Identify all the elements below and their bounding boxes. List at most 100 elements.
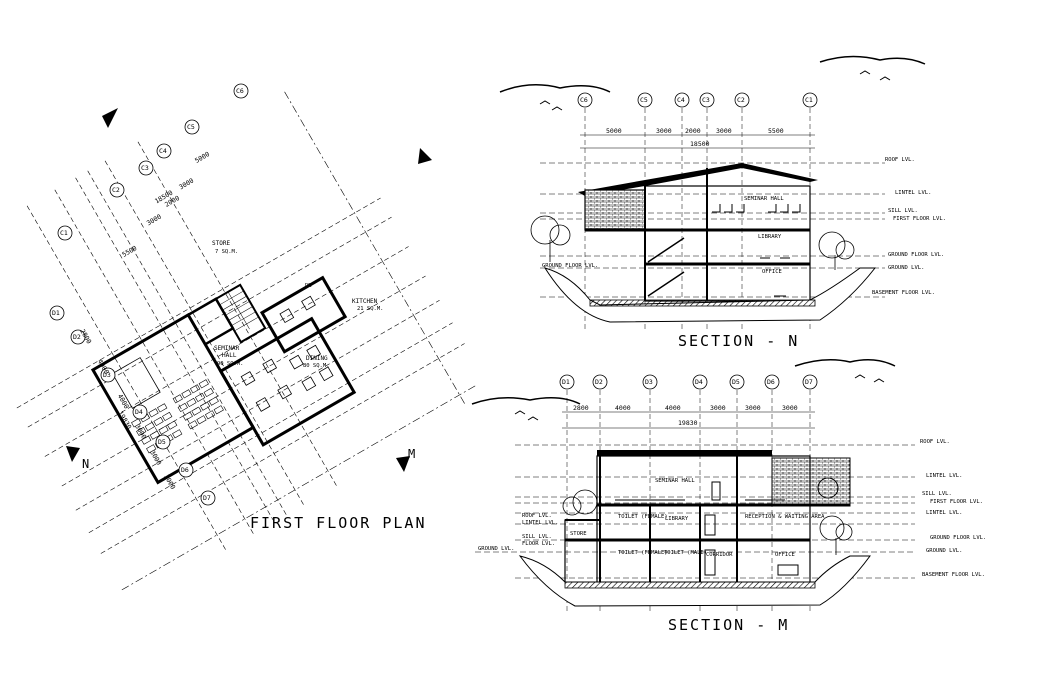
secm-level-l-3: FLOOR LVL. bbox=[522, 541, 555, 547]
plan-bubble-d6: D6 bbox=[181, 466, 189, 474]
room-area-seminar: 90 SQ.M. bbox=[217, 361, 244, 367]
plan-grid-bubbles-d bbox=[49, 305, 216, 506]
plan-body bbox=[16, 91, 478, 591]
room-label-hall: HALL bbox=[222, 352, 237, 359]
secm-bubble-d6: D6 bbox=[767, 378, 775, 386]
secm-room-seminar: SEMINAR HALL bbox=[655, 478, 695, 484]
marker-n: N bbox=[82, 457, 89, 471]
secn-bubble-c3: C3 bbox=[702, 96, 710, 104]
secm-level-r-1: LINTEL LVL. bbox=[926, 473, 962, 479]
secm-level-r-4: LINTEL LVL. bbox=[926, 510, 962, 516]
secn-bubble-c2: C2 bbox=[737, 96, 745, 104]
secm-room-toilet-m: TOILET (MALE) bbox=[664, 550, 707, 556]
secm-room-toilet-f2: TOILET (FEMALE) bbox=[618, 550, 668, 556]
plan-dim-c-1: 5500 bbox=[121, 244, 139, 259]
plan-bubble-c3: C3 bbox=[141, 164, 149, 172]
section-marker-arrow bbox=[66, 446, 80, 462]
section-n-title: SECTION - N bbox=[678, 332, 799, 350]
secm-dim-5: 3000 bbox=[745, 404, 761, 412]
secm-level-r-3: SILL LVL. bbox=[922, 491, 952, 497]
secm-level-l-1: LINTEL LVL. bbox=[522, 520, 558, 526]
plan-bubble-c4: C4 bbox=[159, 147, 167, 155]
plan-dim-d-5: 3000 bbox=[148, 449, 163, 467]
section-m: D1 D2 D3 D4 D5 D6 D7 2800 4000 4000 3000… bbox=[471, 359, 986, 634]
secm-bubble-d5: D5 bbox=[732, 378, 740, 386]
plan-bubble-d7: D7 bbox=[203, 494, 211, 502]
secm-bubble-d1: D1 bbox=[562, 378, 570, 386]
room-label-kitchen: KITCHEN bbox=[352, 298, 378, 305]
secm-bubble-d2: D2 bbox=[595, 378, 603, 386]
section-marker-arrow bbox=[102, 108, 118, 128]
secn-level-first: FIRST FLOOR LVL. bbox=[893, 216, 946, 222]
plan-grid-bubbles-c bbox=[57, 83, 249, 241]
room-label-store: STORE bbox=[212, 240, 230, 247]
room-area-dining: 80 SQ.M. bbox=[303, 363, 330, 369]
plan-bubble-c1: C1 bbox=[60, 229, 68, 237]
section-marker-arrow bbox=[418, 148, 432, 164]
marker-m: M bbox=[408, 447, 415, 461]
section-n: C6 C5 C4 C3 C2 C1 5000 3000 2000 3000 55… bbox=[499, 55, 946, 350]
stair-label: DN bbox=[305, 283, 312, 289]
plan-dim-c-2: 3000 bbox=[145, 213, 163, 228]
secm-dim-3: 4000 bbox=[665, 404, 681, 412]
secn-room-ground: GROUND FLOOR LVL. bbox=[542, 263, 598, 269]
plan-dim-d-6: 3000 bbox=[162, 473, 177, 491]
secn-level-ground-floor: GROUND FLOOR LVL. bbox=[888, 252, 944, 258]
secn-dim-4: 3000 bbox=[716, 127, 732, 135]
secn-bubble-c1: C1 bbox=[805, 96, 813, 104]
plan-bubble-d1: D1 bbox=[52, 309, 60, 317]
secn-dim-total: 18500 bbox=[690, 140, 710, 148]
first-floor-plan-title: FIRST FLOOR PLAN bbox=[250, 514, 427, 532]
secm-level-l-4: GROUND LVL. bbox=[478, 546, 514, 552]
secn-level-basement: BASEMENT FLOOR LVL. bbox=[872, 290, 935, 296]
room-label-seminar: SEMINAR bbox=[214, 345, 240, 352]
secm-room-corridor: CORRIDOR bbox=[706, 552, 733, 558]
secn-level-sill: SILL LVL. bbox=[888, 208, 918, 214]
secm-level-r-6: GROUND LVL. bbox=[926, 548, 962, 554]
secm-dim-4: 3000 bbox=[710, 404, 726, 412]
plan-dim-d-3: 4000 bbox=[116, 393, 131, 411]
secm-level-r-7: BASEMENT FLOOR LVL. bbox=[922, 572, 985, 578]
secm-dim-total: 19830 bbox=[678, 419, 698, 427]
room-label-dining: DINING bbox=[306, 355, 328, 362]
secn-dim-5: 5500 bbox=[768, 127, 784, 135]
room-area-store: 7 SQ.M. bbox=[215, 249, 238, 255]
section-m-title: SECTION - M bbox=[668, 616, 789, 634]
secm-bubble-d4: D4 bbox=[695, 378, 703, 386]
plan-bubble-c6: C6 bbox=[236, 87, 244, 95]
secn-level-ground: GROUND LVL. bbox=[888, 265, 924, 271]
plan-bubble-d4: D4 bbox=[135, 408, 143, 416]
secn-bubble-c5: C5 bbox=[640, 96, 648, 104]
secn-bubble-c6: C6 bbox=[580, 96, 588, 104]
secm-level-r-0: ROOF LVL. bbox=[920, 439, 950, 445]
plan-dim-c-4: 3000 bbox=[178, 177, 196, 192]
secm-room-reception: RECEPTION & WAITING AREA bbox=[745, 514, 825, 520]
secm-level-l-0: ROOF LVL. bbox=[522, 513, 552, 519]
secn-dim-3: 2000 bbox=[685, 127, 701, 135]
plan-bubble-d2: D2 bbox=[73, 333, 81, 341]
secm-bubble-d7: D7 bbox=[805, 378, 813, 386]
secm-room-store: STORE bbox=[570, 531, 587, 537]
secn-dim-2: 3000 bbox=[656, 127, 672, 135]
secm-room-office: OFFICE bbox=[775, 552, 795, 558]
secn-room-library: LIBRARY bbox=[758, 234, 782, 240]
secn-room-office: OFFICE bbox=[762, 269, 782, 275]
secn-dim-1: 5000 bbox=[606, 127, 622, 135]
secm-level-l-2: SILL LVL. bbox=[522, 534, 552, 540]
secn-level-lintel: LINTEL LVL. bbox=[895, 190, 931, 196]
secm-dim-1: 2800 bbox=[573, 404, 589, 412]
secm-dim-6: 3000 bbox=[782, 404, 798, 412]
secm-room-library: LIBRARY bbox=[665, 516, 689, 522]
secn-level-roof: ROOF LVL. bbox=[885, 157, 915, 163]
plan-bubble-c2: C2 bbox=[112, 186, 120, 194]
secm-level-r-5: GROUND FLOOR LVL. bbox=[930, 535, 986, 541]
section-marker-arrow bbox=[396, 456, 410, 472]
room-area-kitchen: 21 SQ.M. bbox=[357, 306, 384, 312]
plan-bubble-d3: D3 bbox=[103, 371, 111, 379]
secm-bubble-d3: D3 bbox=[645, 378, 653, 386]
plan-dim-c-5: 5000 bbox=[193, 150, 211, 165]
plan-bubble-d5: D5 bbox=[158, 438, 166, 446]
plan-bubble-c5: C5 bbox=[187, 123, 195, 131]
secm-room-toilet-f1: TOILET (FEMALE) bbox=[618, 514, 668, 520]
